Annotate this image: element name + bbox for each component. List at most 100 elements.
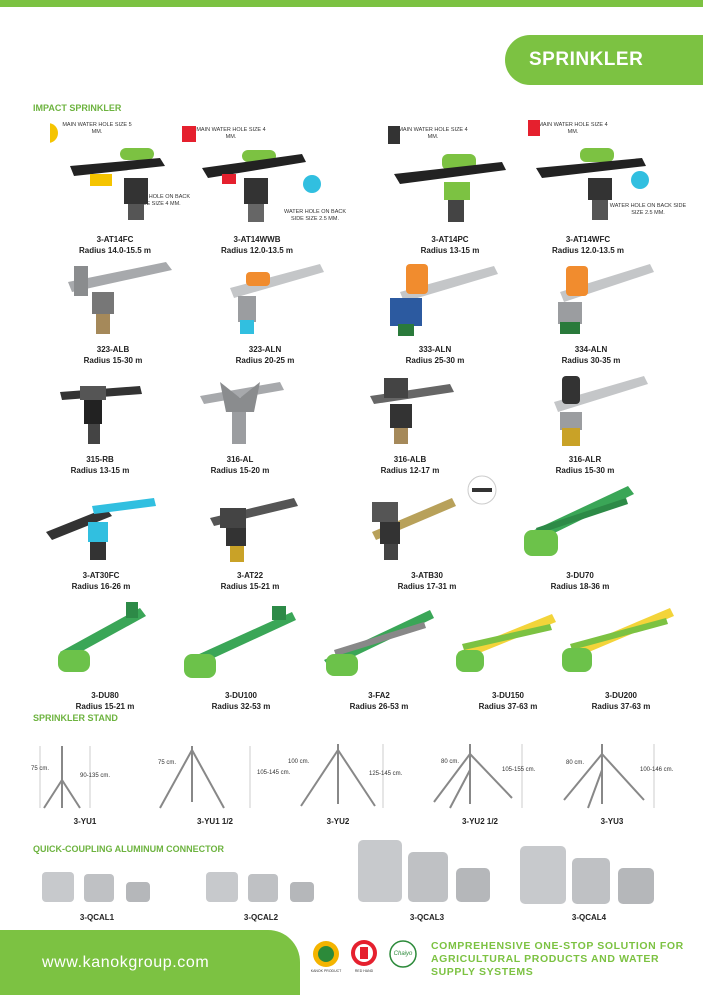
- connector-card[interactable]: 3-QCAL2: [196, 862, 326, 922]
- product-card[interactable]: 3-DU150 Radius 37-63 m: [448, 600, 568, 711]
- product-code: 3-AT14WFC: [565, 235, 611, 244]
- product-radius: Radius 16-26 m: [71, 582, 131, 591]
- product-card[interactable]: 316-ALR Radius 15-30 m: [520, 372, 650, 475]
- stand-height: 80 cm.: [566, 760, 585, 766]
- impact-sprinkler-image: [60, 386, 142, 444]
- product-code: 3-DU100: [224, 691, 257, 700]
- product-card[interactable]: 3-DU100 Radius 32-53 m: [176, 600, 306, 711]
- website-banner[interactable]: www.kanokgroup.com: [0, 930, 300, 995]
- section-title-impact: IMPACT SPRINKLER: [33, 103, 122, 113]
- impact-sprinkler-small-image: [528, 120, 649, 220]
- product-card[interactable]: 315-RB Radius 13-15 m: [40, 372, 160, 475]
- product-card[interactable]: 323-ALB Radius 15-30 m: [48, 258, 178, 365]
- product-code: 3-ATB30: [411, 571, 443, 580]
- product-code: 3-DU200: [604, 691, 637, 700]
- product-radius: Radius 20-25 m: [235, 356, 295, 365]
- product-code: 3-DU80: [91, 691, 119, 700]
- product-radius: Radius 25-30 m: [405, 356, 465, 365]
- impact-sprinkler-image: [200, 382, 284, 444]
- kanok-product-logo: [313, 941, 339, 967]
- connector-card[interactable]: 3-QCAL4: [514, 840, 664, 922]
- section-title-connector: QUICK-COUPLING ALUMINUM CONNECTOR: [33, 844, 224, 854]
- product-radius: Radius 37-63 m: [591, 702, 651, 711]
- impact-sprinkler-image: [558, 264, 654, 334]
- stand-card[interactable]: 3-YU3: [552, 740, 672, 826]
- product-code: 316-ALR: [568, 455, 602, 464]
- aluminum-connector-image: [520, 846, 654, 904]
- stand-height: 100 cm.: [288, 759, 310, 765]
- tripod-stand-image: [433, 744, 523, 809]
- product-card[interactable]: 3-AT14WFC Radius 12.0-13.5 m: [518, 118, 658, 255]
- tripod-stand-image: [159, 746, 251, 809]
- product-card[interactable]: 3-FA2 Radius 26-53 m: [314, 600, 444, 711]
- product-radius: Radius 26-53 m: [349, 702, 409, 711]
- stand-width: 105-155 cm.: [502, 767, 536, 773]
- product-radius: Radius 15-30 m: [555, 466, 615, 475]
- product-radius: Radius 17-31 m: [397, 582, 457, 591]
- product-radius: Radius 12-17 m: [380, 466, 440, 475]
- product-card[interactable]: 333-ALN Radius 25-30 m: [370, 258, 500, 365]
- stand-width: 90-135 cm.: [80, 773, 111, 779]
- product-code: 334-ALN: [574, 345, 608, 354]
- product-card[interactable]: 3-DU200 Radius 37-63 m: [556, 596, 686, 711]
- stand-height: 75 cm.: [31, 766, 50, 772]
- product-card[interactable]: 3-AT14PC Radius 13-15 m: [380, 120, 520, 255]
- product-code: 323-ALN: [248, 345, 282, 354]
- note-main-hole: MAIN WATER HOLE Size 4 mm.: [398, 127, 468, 140]
- big-gun-sprinkler-image: [562, 608, 674, 672]
- product-card[interactable]: 3-AT14FC Radius 14.0-15.5 m: [38, 118, 180, 255]
- tagline: COMPREHENSIVE ONE-STOP SOLUTION FOR AGRI…: [431, 940, 684, 978]
- big-gun-sprinkler-image: [524, 486, 634, 556]
- product-card[interactable]: 3-AT30FC Radius 16-26 m: [36, 492, 166, 591]
- connector-code: 3-QCAL2: [243, 913, 279, 922]
- connector-code: 3-QCAL4: [571, 913, 607, 922]
- product-card[interactable]: 3-ATB30 Radius 17-31 m: [352, 472, 502, 591]
- aluminum-connector-image: [42, 872, 150, 902]
- product-radius: Radius 15-20 m: [210, 466, 270, 475]
- impact-sprinkler-image: [554, 376, 648, 446]
- stand-card[interactable]: 3-YU2: [283, 740, 393, 826]
- product-radius: Radius 37-63 m: [478, 702, 538, 711]
- logo-caption: KANOK PRODUCT: [310, 969, 342, 973]
- chaiyo-logo: [389, 940, 417, 968]
- product-card[interactable]: 334-ALN Radius 30-35 m: [526, 258, 656, 365]
- tripod-stand-image: [300, 744, 384, 808]
- aluminum-connector-image: [358, 840, 490, 902]
- stand-code: 3-YU1 1/2: [196, 817, 234, 826]
- product-code: 3-FA2: [368, 691, 390, 700]
- connector-card[interactable]: 3-QCAL1: [32, 862, 162, 922]
- product-code: 3-AT14FC: [96, 235, 134, 244]
- product-card[interactable]: 316-AL Radius 15-20 m: [180, 372, 300, 475]
- logo-caption: RED HAND: [354, 969, 374, 973]
- product-radius: Radius 15-30 m: [83, 356, 143, 365]
- tripod-stand-image: [39, 746, 91, 809]
- product-card[interactable]: 3-DU80 Radius 15-21 m: [40, 598, 170, 711]
- impact-sprinkler-image: [210, 498, 298, 562]
- product-card[interactable]: 3-AT22 Radius 15-21 m: [190, 492, 310, 591]
- product-code: 3-DU150: [491, 691, 524, 700]
- product-radius: Radius 12.0-13.5 m: [551, 246, 625, 255]
- note-back-hole: WATER HOLE ON BACK SIDE SIZE 2.5 MM.: [609, 203, 687, 216]
- product-radius: Radius 32-53 m: [211, 702, 271, 711]
- product-card[interactable]: 323-ALN Radius 20-25 m: [200, 258, 330, 365]
- note-back-hole: WATER HOLE ON BACK SIDE SIZE 2.5 MM.: [283, 209, 347, 222]
- big-gun-sprinkler-image: [184, 606, 296, 678]
- connector-card[interactable]: 3-QCAL3: [352, 834, 502, 922]
- stand-card[interactable]: 3-YU1 1/2: [150, 740, 280, 826]
- page-title: SPRINKLER: [505, 35, 703, 85]
- product-radius: Radius 18-36 m: [550, 582, 610, 591]
- impact-sprinkler-image: [370, 378, 454, 444]
- product-card[interactable]: 316-ALB Radius 12-17 m: [350, 372, 470, 475]
- logo-caption: Chaiyo: [393, 951, 413, 957]
- note-main-hole: MAIN WATER HOLE SIZE 5 MM.: [62, 122, 132, 135]
- product-card[interactable]: 3-DU70 Radius 18-36 m: [510, 482, 650, 591]
- product-card[interactable]: 3-AT14WWB Radius 12.0-13.5 m: [182, 124, 332, 255]
- big-gun-sprinkler-image: [456, 614, 556, 672]
- stand-code: 3-YU2 1/2: [461, 817, 499, 826]
- stand-card[interactable]: 3-YU1: [30, 740, 140, 826]
- stand-card[interactable]: 3-YU2 1/2: [420, 740, 540, 826]
- connector-code: 3-QCAL3: [409, 913, 445, 922]
- impact-sprinkler-small-image: [182, 126, 321, 222]
- product-code: 323-ALB: [96, 345, 130, 354]
- connector-code: 3-QCAL1: [79, 913, 115, 922]
